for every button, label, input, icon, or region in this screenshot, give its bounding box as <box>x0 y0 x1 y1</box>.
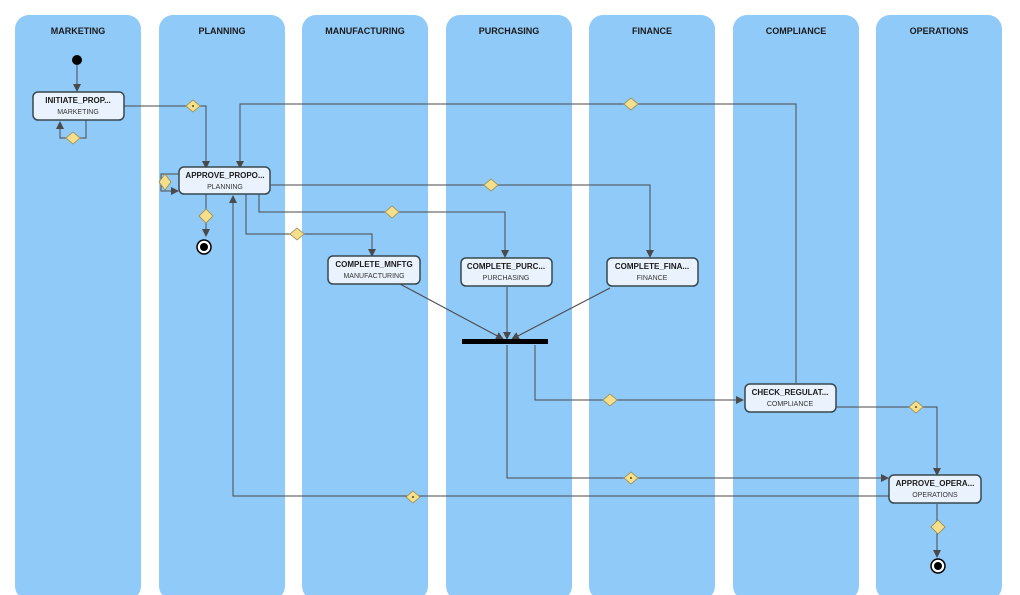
gateway-marker-dot <box>630 477 632 479</box>
node-approve-operations[interactable]: APPROVE_OPERA... OPERATIONS <box>888 474 982 504</box>
node-complete-purchasing[interactable]: COMPLETE_PURC... PURCHASING <box>460 257 553 287</box>
node-title: INITIATE_PROP... <box>45 96 111 105</box>
edge-mnftg-join <box>399 283 504 340</box>
lane-title-marketing: MARKETING <box>51 26 106 36</box>
lane-title-finance: FINANCE <box>632 26 672 36</box>
lane-purchasing <box>446 15 572 595</box>
gateway-marker-dot <box>412 496 414 498</box>
node-lane-label: PLANNING <box>207 184 243 191</box>
end-event <box>930 558 946 574</box>
edge-approve-finance <box>271 184 654 258</box>
lane-finance <box>589 15 715 595</box>
end-event <box>196 239 212 255</box>
node-initiate-proposal[interactable]: INITIATE_PROP... MARKETING <box>32 91 125 121</box>
edge-join-check <box>534 345 744 404</box>
lane-planning <box>159 15 285 595</box>
edge-check-operations <box>836 406 941 476</box>
lane-title-compliance: COMPLIANCE <box>766 26 827 36</box>
gateway-diamond <box>65 131 81 145</box>
node-approve-proposal[interactable]: APPROVE_PROPO... PLANNING <box>178 166 271 195</box>
node-lane-label: FINANCE <box>637 275 668 282</box>
edge-join-operations <box>506 345 889 482</box>
gateway-diamond <box>198 208 214 224</box>
lane-title-manufacturing: MANUFACTURING <box>325 26 405 36</box>
gateway-diamond <box>930 519 946 535</box>
lane-title-operations: OPERATIONS <box>910 26 969 36</box>
edge-approve-purchasing <box>258 194 509 258</box>
node-check-regulations[interactable]: CHECK_REGULAT... COMPLIANCE <box>744 383 837 413</box>
gateway-diamond <box>623 97 639 111</box>
edge-approve-mnftg <box>245 194 376 257</box>
node-complete-mnftg[interactable]: COMPLETE_MNFTG MANUFACTURING <box>327 255 421 285</box>
gateway-diamond <box>602 393 618 407</box>
gateway-marker-dot <box>915 406 917 408</box>
node-title: APPROVE_OPERA... <box>896 479 975 488</box>
node-lane-label: MANUFACTURING <box>343 273 404 280</box>
edges <box>56 65 941 558</box>
edge-finance-join <box>511 287 611 340</box>
edge-check-approve <box>236 103 797 383</box>
node-title: CHECK_REGULAT... <box>752 388 829 397</box>
join-bar <box>462 339 548 344</box>
node-title: COMPLETE_FINA... <box>615 262 689 271</box>
start-event <box>72 55 82 65</box>
lane-operations <box>876 15 1002 595</box>
node-complete-finance[interactable]: COMPLETE_FINA... FINANCE <box>606 257 699 287</box>
node-title: COMPLETE_PURC... <box>467 262 545 271</box>
edge-initiate-approve <box>124 105 210 169</box>
node-title: APPROVE_PROPO... <box>185 171 264 180</box>
gateway-diamond <box>289 227 305 241</box>
gateway-marker-dot <box>192 105 194 107</box>
lane-marketing <box>15 15 141 595</box>
edge-operations-approve <box>229 195 889 497</box>
node-lane-label: COMPLIANCE <box>767 401 814 408</box>
gateway-diamond <box>384 205 400 219</box>
lane-title-planning: PLANNING <box>199 26 246 36</box>
gateways <box>65 97 946 535</box>
lane-title-purchasing: PURCHASING <box>479 26 540 36</box>
node-title: COMPLETE_MNFTG <box>335 260 412 269</box>
node-lane-label: PURCHASING <box>483 275 530 282</box>
lane-manufacturing <box>302 15 428 595</box>
gateway-diamond <box>158 173 172 191</box>
node-lane-label: MARKETING <box>57 109 99 116</box>
node-lane-label: OPERATIONS <box>912 492 958 499</box>
gateway-diamond <box>483 178 499 192</box>
lanes: MARKETING PLANNING MANUFACTURING PURCHAS… <box>15 15 1002 595</box>
